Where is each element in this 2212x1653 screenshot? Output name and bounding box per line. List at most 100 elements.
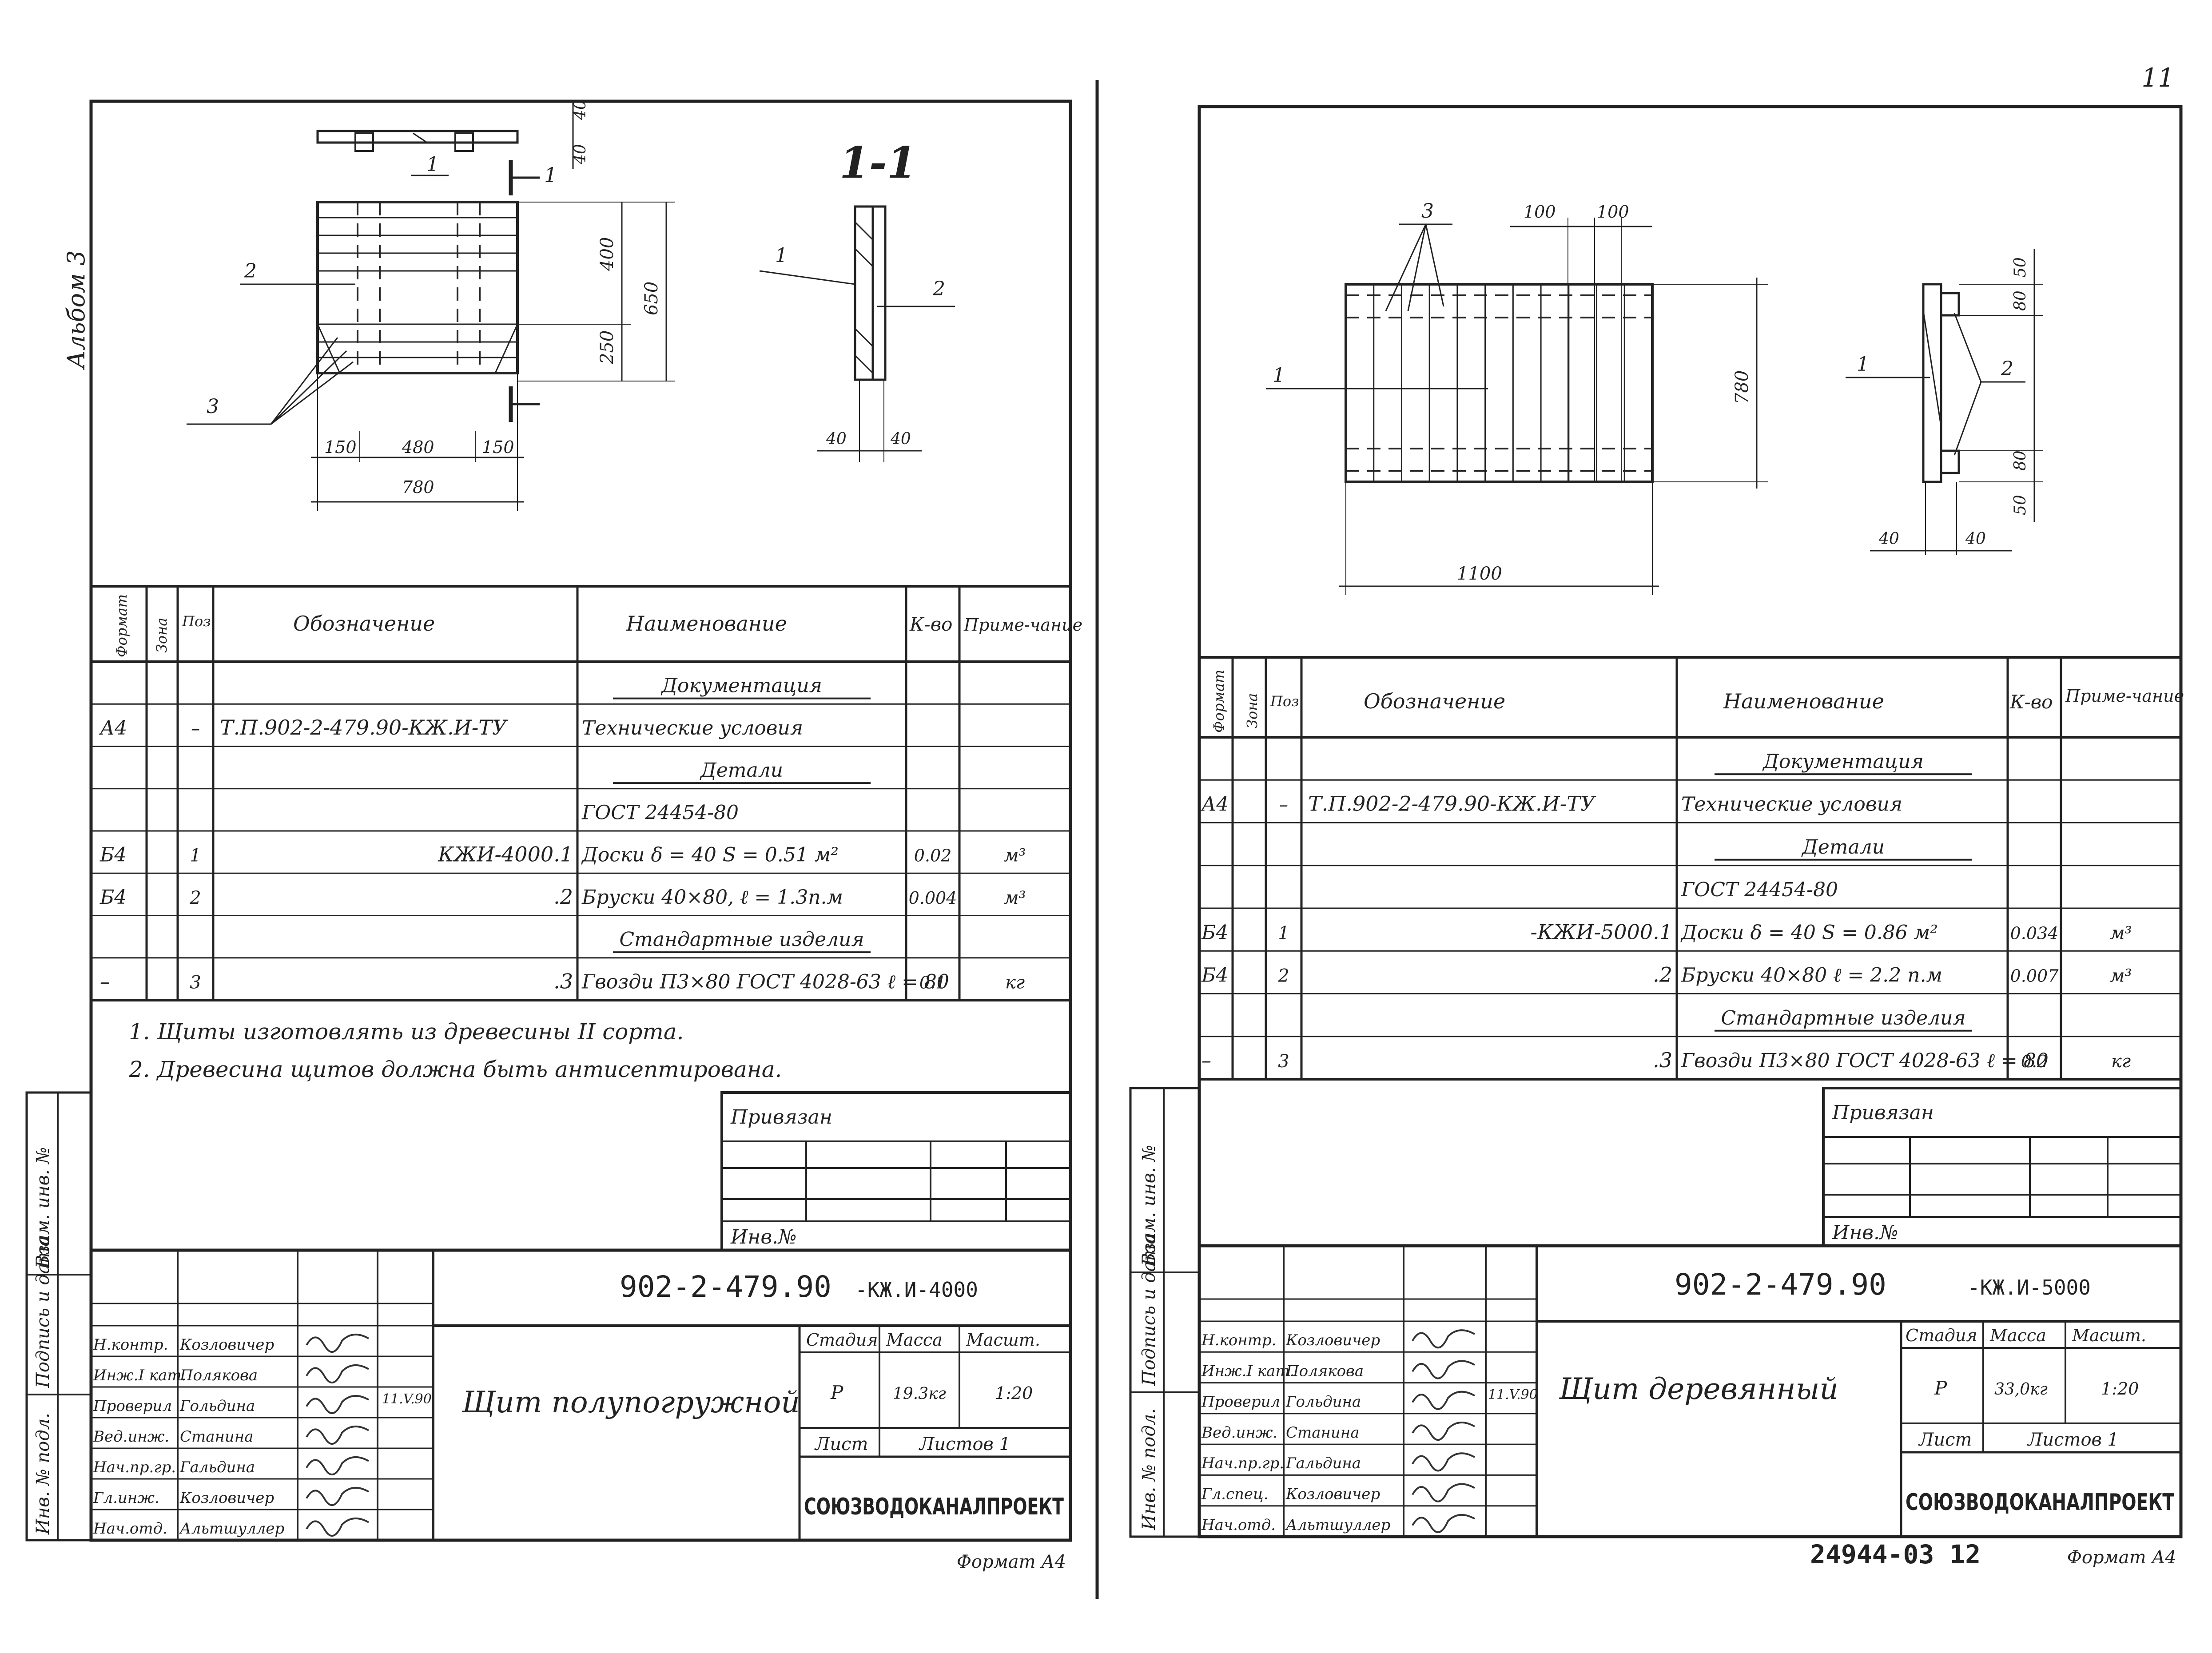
- right-signer-role: Нач.пр.гр.: [1201, 1454, 1284, 1472]
- right-sec-dim-50a: 50: [2011, 257, 2029, 278]
- left-sec-dim-40b: 40: [890, 430, 911, 448]
- left-signature: [306, 1425, 369, 1445]
- right-signer-name: Альтшуллер: [1285, 1516, 1390, 1534]
- left-signer-role: Проверил: [93, 1397, 172, 1415]
- right-dim-780: 780: [1732, 370, 1752, 404]
- right-spec-row-qty: 0.034: [2010, 923, 2059, 943]
- right-spec-row-format: Б4: [1201, 921, 1228, 944]
- left-signer-name: Гольдина: [179, 1397, 255, 1415]
- left-spec-row-designation: .3: [553, 969, 573, 993]
- left-format-label: Формат А4: [957, 1552, 1066, 1572]
- left-scale-hdr: Масшт.: [966, 1330, 1040, 1350]
- right-spec-row-name: Детали: [1801, 836, 1885, 858]
- left-dim-40b: 40: [571, 144, 589, 165]
- left-hdr-note: Приме-чание: [963, 615, 1082, 635]
- right-stamp-replace: Взам. инв. №: [1139, 1145, 1159, 1266]
- left-spec-row-format: Б4: [99, 886, 127, 909]
- left-dim-650: 650: [641, 282, 662, 315]
- left-sec-dim-40a: 40: [826, 430, 847, 448]
- right-hdr-name: Наименование: [1723, 689, 1884, 713]
- left-section-view: 1-1 40 40 1 2: [759, 138, 955, 462]
- right-spec-row-name: Стандартные изделия: [1721, 1007, 1965, 1029]
- left-hdr-designation: Обозначение: [293, 612, 435, 636]
- right-signer-name: Козловичер: [1285, 1485, 1380, 1503]
- right-spec-row-format: –: [1201, 1049, 1211, 1072]
- left-signer-name: Козловичер: [179, 1489, 274, 1507]
- right-bound-label: Привязан: [1832, 1101, 1934, 1124]
- left-spec-row-name: Бруски 40×80, ℓ = 1.3п.м: [581, 886, 843, 909]
- right-mass: 33,0кг: [1994, 1380, 2048, 1399]
- right-signer-name: Козловичер: [1285, 1331, 1380, 1349]
- left-spec-row-designation: КЖИ-4000.1: [438, 842, 573, 866]
- right-spec-row-note: кг: [2111, 1051, 2131, 1072]
- left-signature: [306, 1486, 369, 1506]
- left-signer-name: Гальдина: [179, 1458, 255, 1476]
- right-signature: [1412, 1514, 1475, 1534]
- left-spec-row-designation: Т.П.902-2-479.90-КЖ.И-ТУ: [220, 715, 509, 739]
- right-spec-row-qty: 0.007: [2010, 966, 2059, 986]
- right-signature: [1412, 1422, 1475, 1441]
- right-signer-role: Нач.отд.: [1201, 1516, 1276, 1534]
- left-signature: [306, 1456, 369, 1476]
- left-dim-150b: 150: [482, 437, 514, 457]
- right-spec-row-note: м³: [2110, 966, 2132, 986]
- right-bound-box: Привязан Инв.№: [1822, 1087, 2182, 1247]
- right-hdr-qty: К-во: [2009, 691, 2053, 713]
- left-stage: Р: [830, 1382, 843, 1403]
- right-spec-row-designation: .2: [1653, 963, 1672, 987]
- right-inv-label: Инв.№: [1832, 1221, 1898, 1244]
- left-spec-row-name: Детали: [700, 759, 783, 782]
- right-front-view: 3 100 100 1 780 1100: [1266, 200, 1768, 595]
- right-callout-1: 1: [1273, 364, 1285, 387]
- left-hdr-zone: Зона: [153, 618, 170, 653]
- right-spec-row-pos: 3: [1278, 1051, 1289, 1072]
- left-bound-label: Привязан: [730, 1106, 832, 1128]
- page-number: 11: [2141, 63, 2174, 93]
- right-spec-row-format: А4: [1200, 793, 1229, 816]
- right-callout-3: 3: [1421, 200, 1434, 223]
- left-sheets-label: Листов 1: [919, 1434, 1011, 1454]
- left-spec-row-format: Б4: [99, 844, 127, 866]
- left-cut-top: 1: [544, 163, 557, 187]
- right-date: 11.V.90: [1488, 1387, 1538, 1403]
- right-sec-callout-2: 2: [2001, 358, 2013, 380]
- right-stamp-inv: Инв. № подл.: [1139, 1408, 1159, 1530]
- right-signer-name: Станина: [1286, 1424, 1359, 1442]
- left-signer-name: Станина: [180, 1428, 253, 1446]
- left-spec-row-designation: .2: [553, 885, 573, 909]
- right-sec-dim-40a: 40: [1878, 530, 1899, 548]
- right-spec-row-name: ГОСТ 24454-80: [1681, 878, 1838, 901]
- left-side-stamp: Инв. № подл. Подпись и дата Взам. инв. №: [25, 1091, 92, 1542]
- right-scale-hdr: Масшт.: [2072, 1326, 2146, 1345]
- left-spec-row-name: Документация: [660, 675, 822, 697]
- right-signature: [1412, 1391, 1475, 1410]
- left-signature: [306, 1517, 369, 1537]
- right-signature: [1412, 1360, 1475, 1379]
- left-spec-row-note: м³: [1004, 888, 1026, 908]
- right-spec-row-note: м³: [2110, 923, 2132, 943]
- left-mass-hdr: Масса: [886, 1330, 943, 1350]
- left-spec-row-pos: 2: [189, 888, 201, 908]
- left-sec-callout-2: 2: [932, 278, 945, 300]
- right-signer-role: Проверил: [1201, 1393, 1280, 1411]
- left-date: 11.V.90: [382, 1391, 432, 1407]
- right-spec-row-name: Доски δ = 40 S = 0.86 м²: [1680, 921, 1938, 944]
- left-spec-row-qty: 0.02: [914, 846, 952, 866]
- right-stage-hdr: Стадия: [1906, 1326, 1977, 1345]
- right-signer-name: Полякова: [1285, 1362, 1364, 1380]
- left-signer-role: Вед.инж.: [93, 1428, 169, 1446]
- right-hdr-designation: Обозначение: [1364, 689, 1505, 713]
- left-spec-row-note: кг: [1005, 972, 1025, 993]
- bottom-code: 24944-03 12: [1810, 1539, 1981, 1570]
- right-spec-row-pos: 2: [1277, 966, 1289, 986]
- left-signature: [306, 1395, 369, 1415]
- right-sec-dim-80b: 80: [2011, 450, 2029, 471]
- right-signer-name: Гольдина: [1285, 1393, 1361, 1411]
- left-org: СОЮЗВОДОКАНАЛПРОЕКТ: [804, 1494, 1064, 1520]
- right-spec-row-designation: Т.П.902-2-479.90-КЖ.И-ТУ: [1308, 792, 1597, 816]
- right-org: СОЮЗВОДОКАНАЛПРОЕКТ: [1906, 1489, 2174, 1516]
- right-signer-role: Гл.спец.: [1201, 1485, 1269, 1503]
- right-sheets-label: Листов 1: [2027, 1430, 2119, 1450]
- left-hdr-qty: К-во: [909, 613, 952, 635]
